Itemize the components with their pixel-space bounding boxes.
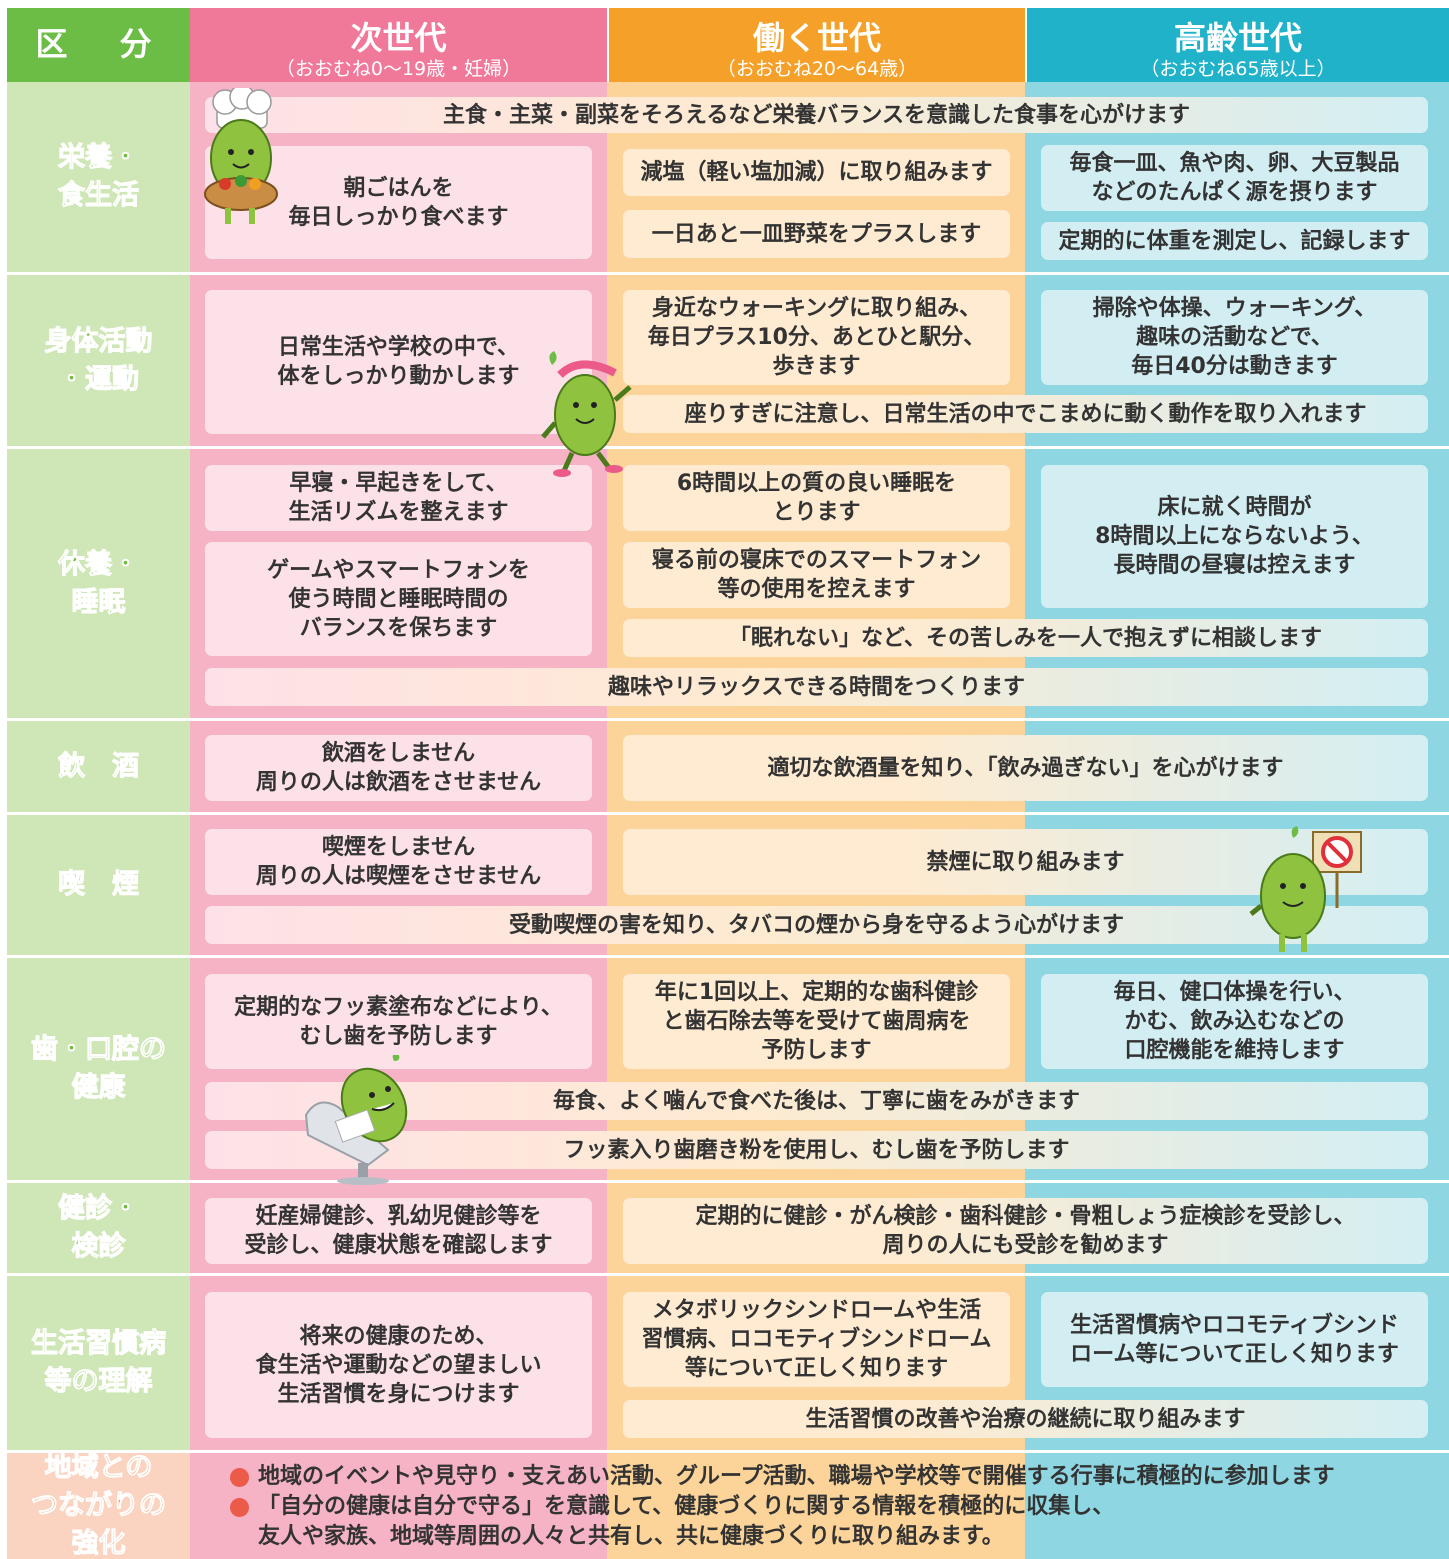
rest-all: 趣味やリラックスできる時間をつくります [205,668,1428,706]
category-oral-health: 歯・口腔の 健康 [7,958,190,1183]
nutrition-old-1: 毎食一皿、魚や肉、卵、大豆製品 などのたんぱく源を摂ります [1041,145,1428,211]
smoking-all: 受動喫煙の害を知り、タバコの煙から身を守るよう心がけます [205,906,1428,944]
exercise-bean-mascot-icon [541,351,632,477]
oral-next: 定期的なフッ素塗布などにより、 むし歯を予防します [205,974,592,1069]
category-drinking: 飲 酒 [7,721,190,815]
nutrition-old-2: 定期的に体重を測定し、記録します [1041,222,1428,260]
community-bullets: 地域のイベントや見守り・支えあい活動、グループ活動、職場や学校等で開催する行事に… [230,1462,1430,1552]
oral-old: 毎日、健口体操を行い、 かむ、飲み込むなどの 口腔機能を維持します [1041,974,1428,1069]
category-lifestyle-disease: 生活習慣病 等の理解 [7,1276,190,1453]
rest-work-2: 寝る前の寝床でのスマートフォン 等の使用を控えます [623,542,1010,608]
lifestyle-next: 将来の健康のため、 食生活や運動などの望ましい 生活習慣を身につけます [205,1292,592,1438]
category-nutrition: 栄養・ 食生活 [7,82,190,275]
rest-work-1: 6時間以上の質の良い睡眠を とります [623,465,1010,531]
oral-work: 年に1回以上、定期的な歯科健診 と歯石除去等を受けて歯周病を 予防します [623,974,1010,1069]
checkup-next: 妊産婦健診、乳幼児健診等を 受診し、健康状態を確認します [205,1198,592,1264]
rest-next-1: 早寝・早起きをして、 生活リズムを整えます [205,465,592,531]
lifestyle-old: 生活習慣病やロコモティブシンド ローム等について正しく知ります [1041,1292,1428,1387]
drinking-next: 飲酒をしません 周りの人は飲酒をさせません [205,735,592,801]
row-divider [190,1450,1449,1453]
category-checkup: 健診・ 検診 [7,1183,190,1276]
rest-old: 床に就く時間が 8時間以上にならないよう、 長時間の昼寝は控えます [1041,465,1428,608]
row-divider [190,812,1449,815]
category-physical-activity: 身体活動 ・運動 [7,275,190,449]
header-next-generation: 次世代（おおむね0～19歳・妊婦） [190,8,607,82]
row-divider [190,272,1449,275]
header-category: 区 分 [7,8,190,82]
community-bullet-2: 「自分の健康は自分で守る」を意識して、健康づくりに関する情報を積極的に収集し、 … [230,1492,1430,1552]
row-divider [190,955,1449,958]
rest-next-2: ゲームやスマートフォンを 使う時間と睡眠時間の バランスを保ちます [205,542,592,656]
row-divider [190,1180,1449,1183]
chef-bean-mascot-icon [204,88,278,224]
category-smoking: 喫 煙 [7,815,190,958]
oral-all-2: フッ素入り歯磨き粉を使用し、むし歯を予防します [205,1131,1428,1169]
category-rest-sleep: 休養・ 睡眠 [7,449,190,721]
smoking-next: 喫煙をしません 周りの人は喫煙をさせません [205,829,592,895]
activity-shared: 座りすぎに注意し、日常生活の中でこまめに動く動作を取り入れます [623,395,1428,433]
community-bullet-1: 地域のイベントや見守り・支えあい活動、グループ活動、職場や学校等で開催する行事に… [230,1462,1430,1492]
header-working-generation: 働く世代（おおむね20～64歳） [609,8,1025,82]
row-divider [190,1273,1449,1276]
activity-work: 身近なウォーキングに取り組み、 毎日プラス10分、あとひと駅分、 歩きます [623,290,1010,385]
row-divider [190,446,1449,449]
activity-old: 掃除や体操、ウォーキング、 趣味の活動などで、 毎日40分は動きます [1041,290,1428,385]
oral-all-1: 毎食、よく噛んで食べた後は、丁寧に歯をみがきます [205,1082,1428,1120]
header-elderly-generation: 高齢世代（おおむね65歳以上） [1027,8,1449,82]
nutrition-work-2: 一日あと一皿野菜をプラスします [623,210,1010,258]
activity-next: 日常生活や学校の中で、 体をしっかり動かします [205,290,592,434]
bullet-dot-icon [230,1498,249,1517]
row-divider [190,718,1449,721]
lifestyle-work: メタボリックシンドロームや生活 習慣病、ロコモティブシンドローム 等について正し… [623,1292,1010,1387]
category-community: 地域との つながりの 強化 [7,1452,190,1559]
bullet-dot-icon [230,1468,249,1487]
nutrition-all: 主食・主菜・副菜をそろえるなど栄養バランスを意識した食事を心がけます [205,97,1428,133]
drinking-shared: 適切な飲酒量を知り、「飲み過ぎない」を心がけます [623,735,1428,801]
nutrition-work-1: 減塩（軽い塩加減）に取り組みます [623,149,1010,196]
checkup-shared: 定期的に健診・がん検診・歯科健診・骨粗しょう症検診を受診し、 周りの人にも受診を… [623,1198,1428,1264]
no-smoking-bean-mascot-icon [1249,826,1362,952]
lifestyle-shared: 生活習慣の改善や治療の継続に取り組みます [623,1400,1428,1438]
dentist-chair-bean-mascot-icon [304,1055,408,1185]
rest-shared: 「眠れない」など、その苦しみを一人で抱えずに相談します [623,619,1428,657]
